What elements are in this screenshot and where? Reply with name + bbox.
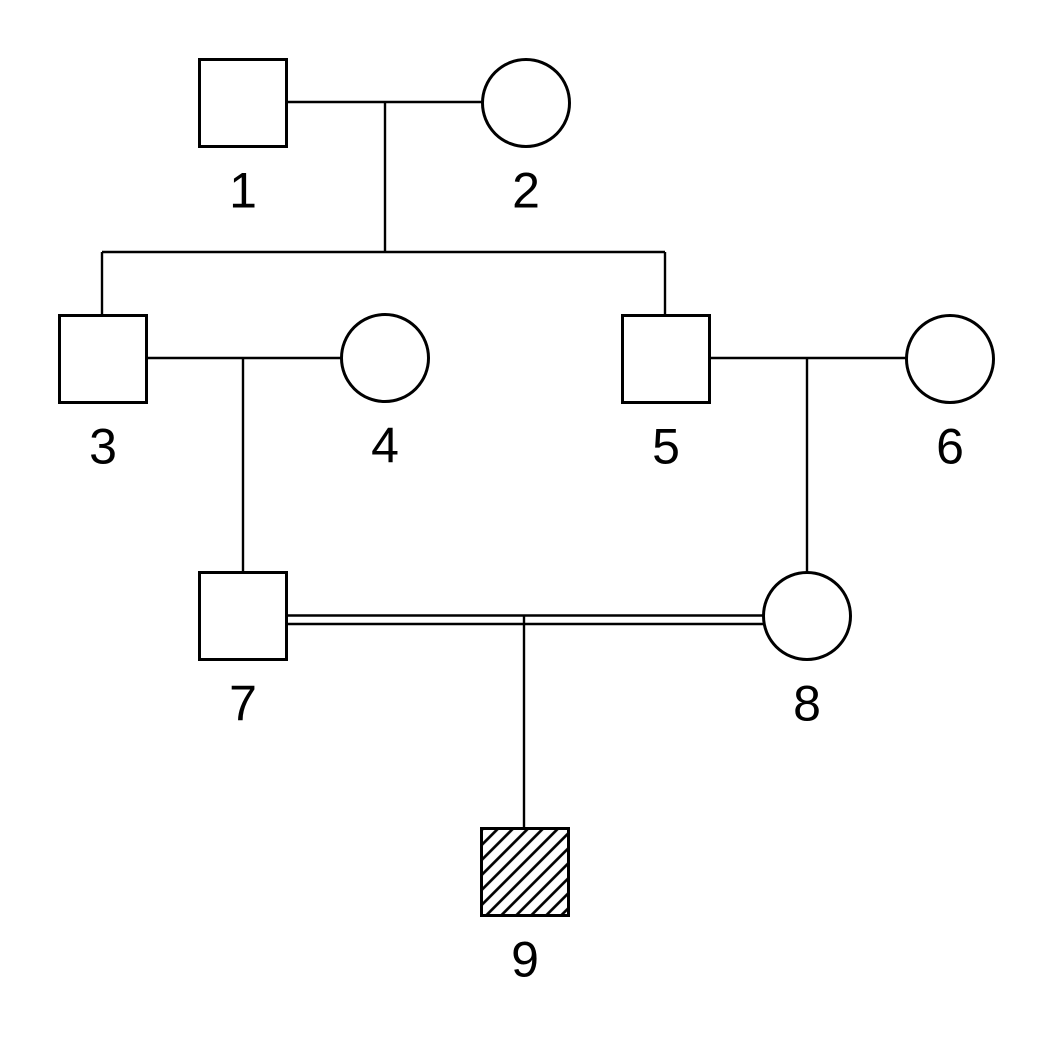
individual-7-label: 7 xyxy=(229,676,257,732)
female-symbol xyxy=(481,58,571,148)
male-symbol xyxy=(198,58,288,148)
individual-3: 3 xyxy=(58,314,148,475)
individual-6: 6 xyxy=(905,314,995,475)
individual-2: 2 xyxy=(481,58,571,219)
female-symbol xyxy=(905,314,995,404)
individual-2-label: 2 xyxy=(512,163,540,219)
individuals: 1 2 3 4 5 6 7 8 9 xyxy=(58,58,995,988)
individual-6-label: 6 xyxy=(936,419,964,475)
male-symbol xyxy=(198,571,288,661)
individual-7: 7 xyxy=(198,571,288,732)
individual-4-label: 4 xyxy=(371,418,399,474)
female-symbol xyxy=(762,571,852,661)
male-symbol xyxy=(621,314,711,404)
connection-lines xyxy=(100,100,906,829)
individual-9-label: 9 xyxy=(511,932,539,988)
male-symbol xyxy=(58,314,148,404)
individual-4: 4 xyxy=(340,313,430,474)
individual-8: 8 xyxy=(762,571,852,732)
individual-5: 5 xyxy=(621,314,711,475)
individual-3-label: 3 xyxy=(89,419,117,475)
female-symbol xyxy=(340,313,430,403)
individual-1-label: 1 xyxy=(229,163,257,219)
individual-1: 1 xyxy=(198,58,288,219)
individual-5-label: 5 xyxy=(652,419,680,475)
affected-male-symbol xyxy=(480,827,570,917)
individual-8-label: 8 xyxy=(793,676,821,732)
individual-9: 9 xyxy=(480,827,570,988)
